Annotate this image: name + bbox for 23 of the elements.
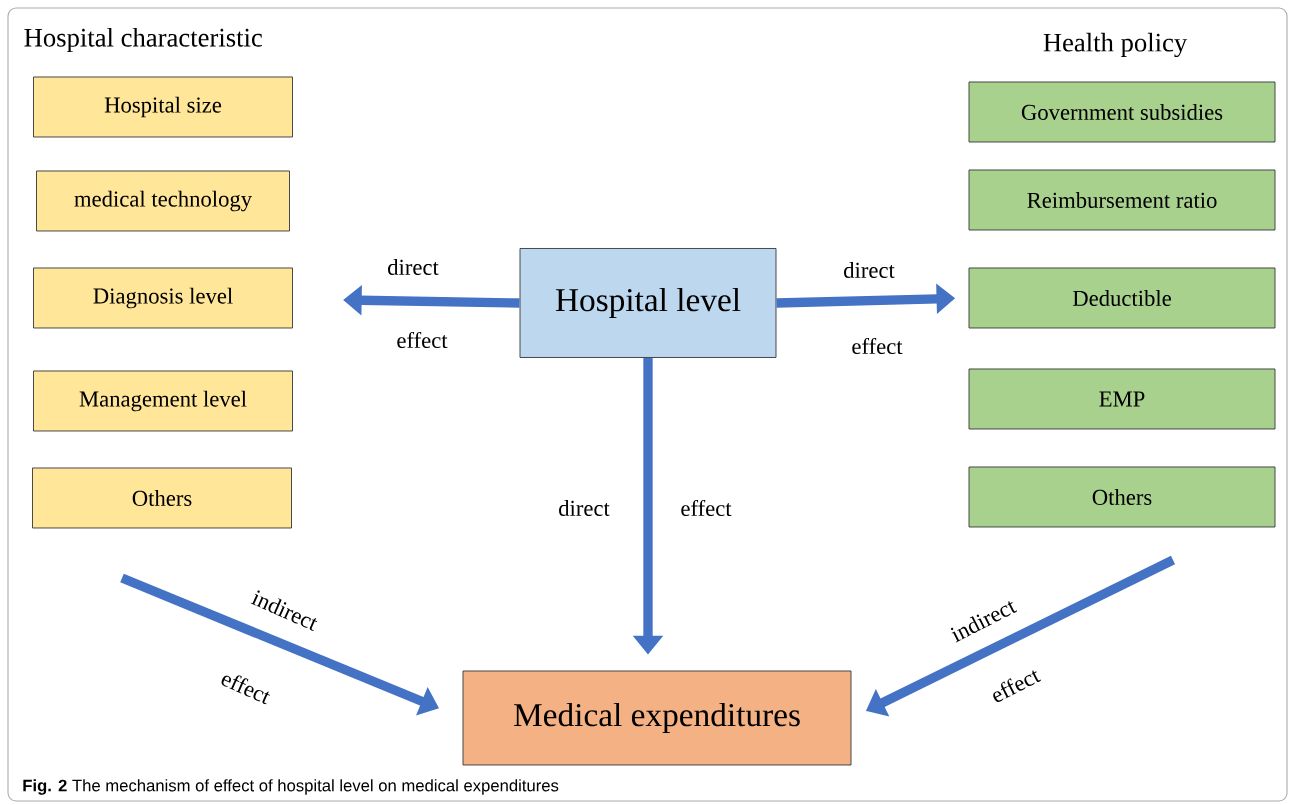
factor-box: Management level <box>33 370 293 432</box>
edge-label: direct <box>844 262 895 278</box>
effect-text: effect <box>681 499 732 517</box>
group-heading: Hospital characteristic <box>24 27 262 53</box>
factor-box: Others <box>968 466 1276 528</box>
factor-box: Government subsidies <box>968 81 1276 143</box>
effect-text: effect <box>221 675 270 705</box>
concept-box: Hospital level <box>519 248 777 358</box>
factor-box: Diagnosis level <box>33 267 293 329</box>
concept-box: Medical expenditures <box>462 670 852 766</box>
group-heading: Health policy <box>1043 32 1188 58</box>
figure-caption: Fig. 2 The mechanism of effect of hospital level on medical expenditures <box>23 779 559 795</box>
factor-box: Others <box>32 467 292 529</box>
effect-text: effect <box>852 337 903 355</box>
edge-label: direct <box>388 259 439 275</box>
factor-box: medical technology <box>36 170 290 232</box>
edge-label: direct <box>559 500 610 516</box>
effect-text: effect <box>397 331 448 349</box>
factor-box: Reimbursement ratio <box>968 169 1276 231</box>
factor-box: Hospital size <box>33 76 293 138</box>
factor-box: EMP <box>968 368 1276 430</box>
effect-text: effect <box>993 670 1042 702</box>
factor-box: Deductible <box>968 267 1276 329</box>
